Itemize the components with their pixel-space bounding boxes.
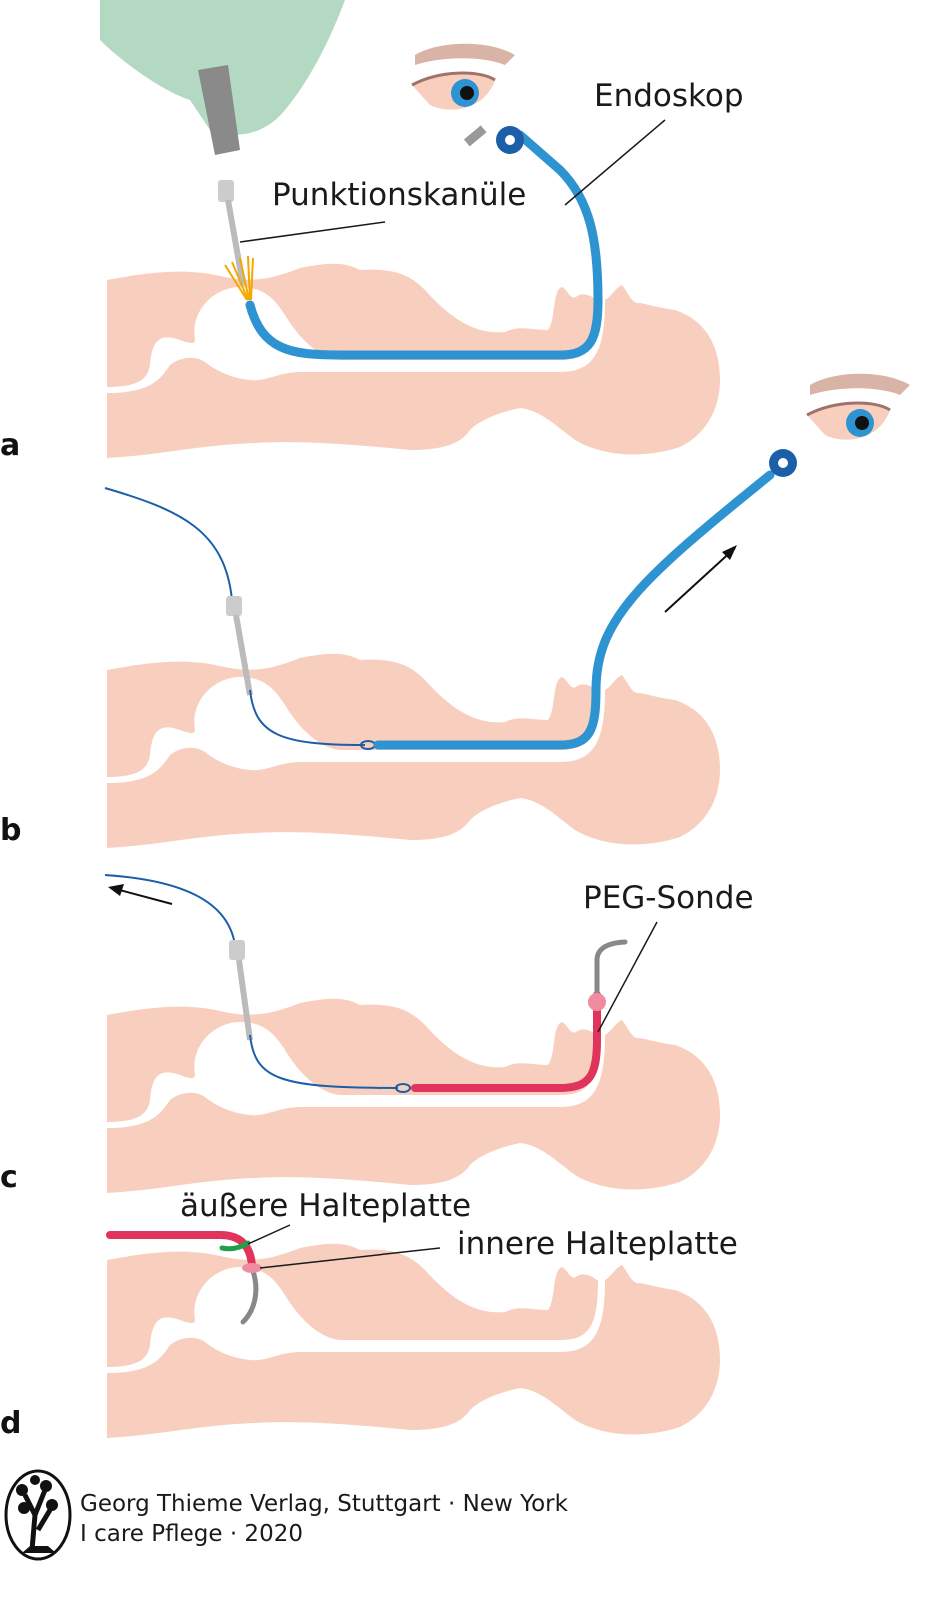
- footer: Georg Thieme Verlag, Stuttgart · New Yor…: [4, 1469, 569, 1561]
- peg-tube: [106, 1231, 256, 1269]
- label-innere-halteplatte: innere Halteplatte: [457, 1226, 738, 1262]
- label-peg-sonde: PEG-Sonde: [583, 880, 754, 916]
- body-silhouette: [107, 998, 720, 1193]
- panel-letter-c: c: [0, 1160, 18, 1195]
- panel-c: PEG-Sonde c: [0, 874, 754, 1195]
- peg-tube: [411, 991, 601, 1092]
- panel-a: Endoskop Punktionskanüle a: [0, 0, 744, 463]
- label-punktionskanuele: Punktionskanüle: [272, 177, 526, 213]
- panel-letter-a: a: [0, 428, 20, 463]
- eye-icon: [410, 42, 517, 112]
- body-silhouette: [107, 1243, 720, 1438]
- body-silhouette: [107, 653, 720, 848]
- endoscope-handle: [463, 125, 524, 154]
- publisher-text: Georg Thieme Verlag, Stuttgart · New Yor…: [80, 1491, 569, 1517]
- body-silhouette: [107, 263, 720, 458]
- tree-logo-icon: [4, 1469, 72, 1561]
- puncture-needle: [226, 596, 242, 616]
- arrow-icon: [111, 887, 173, 905]
- puncture-needle: [198, 65, 254, 301]
- outer-plate: [219, 1240, 251, 1252]
- arrow-icon: [664, 547, 736, 613]
- panel-letter-d: d: [0, 1406, 21, 1441]
- book-text: I care Pflege · 2020: [80, 1521, 303, 1547]
- guide-wire: [249, 1034, 399, 1089]
- label-aeussere-halteplatte: äußere Halteplatte: [180, 1188, 471, 1224]
- panel-d: äußere Halteplatte innere Halteplatte d: [0, 1188, 738, 1441]
- eye-icon: [805, 372, 912, 442]
- endoscope-tube: [373, 470, 775, 750]
- guide-wire: [249, 689, 366, 746]
- inner-plate: [242, 1263, 262, 1273]
- puncture-needle: [229, 940, 245, 960]
- label-endoskop: Endoskop: [594, 78, 744, 114]
- inner-plate: [588, 993, 606, 1011]
- panel-letter-b: b: [0, 813, 21, 848]
- endoscope-tube: [245, 130, 603, 360]
- panel-b: b: [0, 372, 912, 848]
- endoscope-handle: [769, 449, 797, 477]
